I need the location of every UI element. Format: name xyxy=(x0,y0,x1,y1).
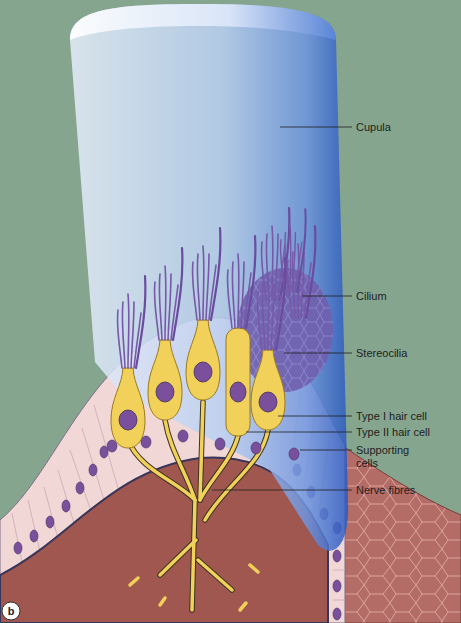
part-label: Cilium xyxy=(356,290,387,303)
part-label: Supporting cells xyxy=(356,444,422,470)
leader-lines xyxy=(212,127,352,490)
part-label: Type I hair cell xyxy=(356,410,427,423)
hair-cell-nuclei xyxy=(119,362,277,430)
type-ii-hair-cell xyxy=(226,328,250,436)
part-label: Cupula xyxy=(356,121,391,134)
part-label: Nerve fibres xyxy=(356,484,415,497)
part-label: Stereocilia xyxy=(356,347,407,360)
cupula-gel xyxy=(70,4,348,551)
part-label: Type II hair cell xyxy=(356,426,430,439)
panel-letter: b xyxy=(2,605,20,618)
cupula-top xyxy=(70,4,336,40)
nerve-fragments xyxy=(130,565,258,610)
stereocilia xyxy=(117,228,285,368)
panel-badge xyxy=(2,602,20,620)
